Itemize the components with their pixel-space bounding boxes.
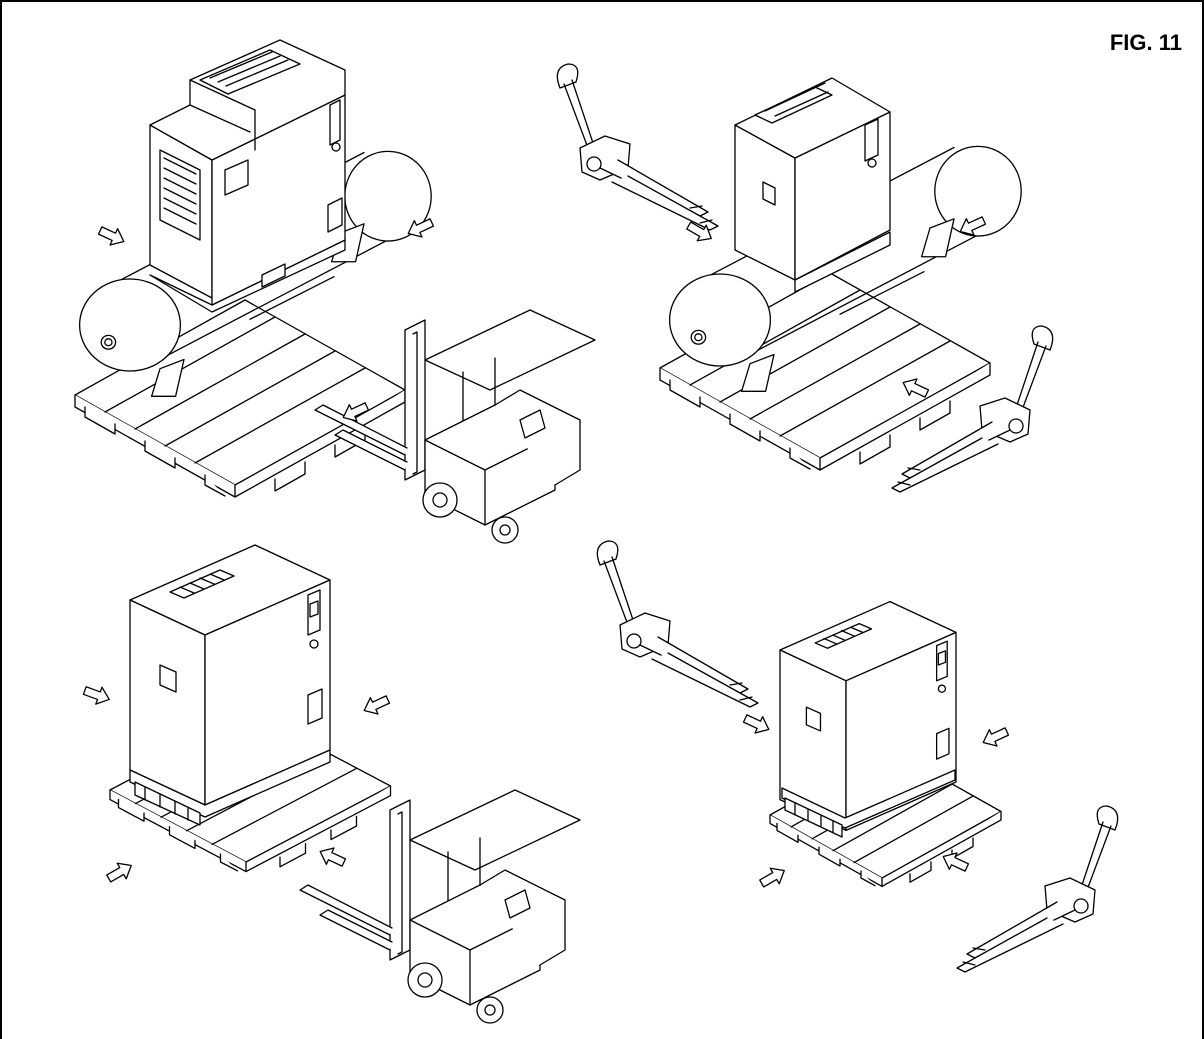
forklift <box>314 309 596 544</box>
scene-tank-unit-pallet-jacks <box>556 63 1054 493</box>
scene-tank-unit-forklift <box>69 40 596 544</box>
cabinet-base <box>130 750 330 825</box>
compressor-housing <box>735 78 890 305</box>
arrow-icon <box>978 722 1012 752</box>
pallet-jack <box>556 63 719 231</box>
arrow-icon <box>359 690 393 720</box>
arrow-icon <box>103 857 137 887</box>
scene-cabinet-unit-pallet-jacks <box>596 540 1119 973</box>
cabinet-base <box>782 770 955 837</box>
arrow-icon <box>315 842 349 872</box>
compressor-housing <box>150 40 345 312</box>
figure-label: FIG. 11 <box>1109 30 1182 55</box>
scene-cabinet-unit-forklift <box>81 544 581 1024</box>
arrow-icon <box>756 862 790 892</box>
arrow-icon <box>81 681 113 709</box>
arrow-icon <box>95 221 129 251</box>
arrow-icon <box>740 709 774 739</box>
pallet-jack <box>596 540 759 708</box>
